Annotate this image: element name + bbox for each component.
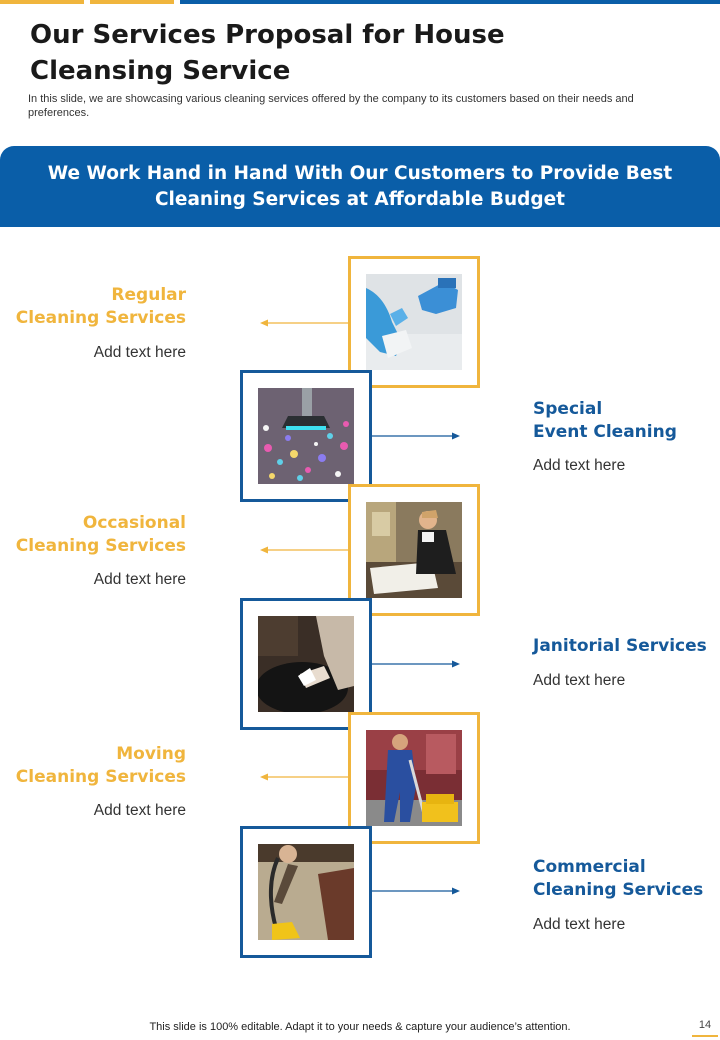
maid-bed-icon — [366, 502, 462, 598]
service-occasional-description: Add text here — [93, 571, 186, 588]
service-moving-frame — [348, 712, 480, 844]
service-moving-description: Add text here — [93, 802, 186, 819]
service-commercial-description: Add text here — [533, 916, 626, 933]
service-commercial-title-line-2: Cleaning Services — [533, 880, 704, 900]
service-occasional-title-line-1: Occasional — [82, 513, 186, 533]
service-regular-arrow — [260, 318, 348, 328]
service-janitorial-title: Janitorial Services — [533, 635, 720, 658]
service-occasional-title-line-2: Cleaning Services — [15, 536, 186, 556]
service-special-event-description: Add text here — [533, 457, 626, 474]
footer-note: This slide is 100% editable. Adapt it to… — [149, 1021, 571, 1033]
hand-cloth-icon — [258, 616, 354, 712]
vacuum-carpet-icon — [258, 844, 354, 940]
service-regular-description: Add text here — [93, 344, 186, 361]
service-janitorial-title-line-1: Janitorial Services — [533, 636, 707, 656]
service-moving-title: Moving Cleaning Services — [0, 743, 186, 789]
top-accent-bar-gold-1 — [0, 0, 84, 4]
vacuum-confetti-icon — [258, 388, 354, 484]
top-accent-bar-gold-2 — [90, 0, 174, 4]
page-subtitle: In this slide, we are showcasing various… — [28, 93, 634, 119]
service-special-event-title-line-2: Event Cleaning — [533, 422, 677, 442]
page-number: 14 — [692, 1015, 718, 1037]
service-janitorial-frame — [240, 598, 372, 730]
service-regular-title-line-2: Cleaning Services — [15, 308, 186, 328]
service-special-event-arrow — [372, 431, 460, 441]
service-occasional-title: Occasional Cleaning Services — [0, 512, 186, 558]
service-commercial-frame — [240, 826, 372, 958]
service-moving-arrow — [260, 772, 348, 782]
service-janitorial-arrow — [372, 659, 460, 669]
service-special-event-frame — [240, 370, 372, 502]
service-special-event-title-line-1: Special — [533, 399, 603, 419]
service-special-event-title: Special Event Cleaning — [533, 398, 720, 444]
headline-banner: We Work Hand in Hand With Our Customers … — [0, 146, 720, 227]
janitor-mop-icon — [366, 730, 462, 826]
service-occasional-arrow — [260, 545, 348, 555]
banner-line-2: Cleaning Services at Affordable Budget — [154, 189, 566, 210]
service-regular-title: Regular Cleaning Services — [0, 284, 186, 330]
top-accent-bar-blue — [180, 0, 720, 4]
banner-line-1: We Work Hand in Hand With Our Customers … — [47, 163, 673, 184]
service-occasional-frame — [348, 484, 480, 616]
gloved-hand-spray-icon — [366, 274, 462, 370]
service-commercial-title: Commercial Cleaning Services — [533, 856, 720, 902]
service-regular-frame — [348, 256, 480, 388]
service-janitorial-description: Add text here — [533, 672, 626, 689]
page-title-line-2: Cleansing Service — [30, 56, 291, 86]
service-moving-title-line-1: Moving — [116, 744, 186, 764]
page-title: Our Services Proposal for House Cleansin… — [30, 17, 590, 89]
service-commercial-title-line-1: Commercial — [533, 857, 646, 877]
page-title-line-1: Our Services Proposal for House — [30, 20, 505, 50]
service-commercial-arrow — [372, 886, 460, 896]
service-regular-title-line-1: Regular — [111, 285, 186, 305]
service-moving-title-line-2: Cleaning Services — [15, 767, 186, 787]
